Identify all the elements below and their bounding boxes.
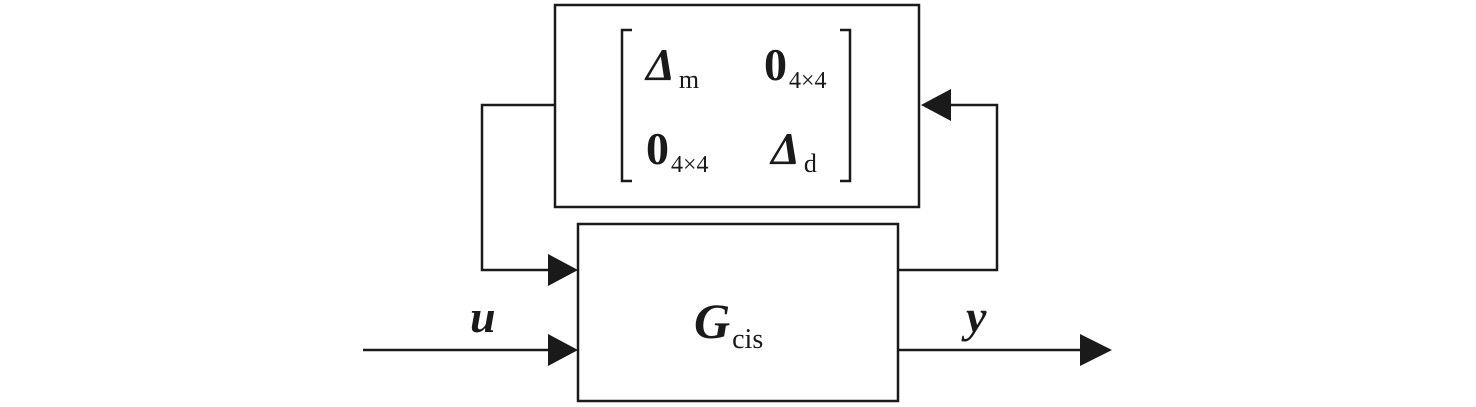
matrix-left-bracket: [620, 28, 632, 183]
matrix-entry-r2c1: 04×4: [646, 123, 709, 178]
input-arrowhead: [548, 334, 578, 366]
uncertainty-block: [553, 3, 921, 209]
plant-block: [576, 222, 900, 403]
output-arrowhead: [1080, 334, 1112, 366]
feedback-arrowhead-left: [548, 254, 578, 286]
plant-label: Gcis: [694, 293, 763, 355]
matrix-right-bracket: [840, 28, 852, 183]
feedback-arrowhead-right: [921, 89, 951, 121]
feedback-wire-left: [480, 103, 555, 272]
matrix-entry-r1c2: 04×4: [764, 39, 827, 94]
output-label: y: [961, 291, 987, 342]
input-label: u: [470, 291, 496, 342]
feedback-wire-right: [898, 103, 999, 272]
